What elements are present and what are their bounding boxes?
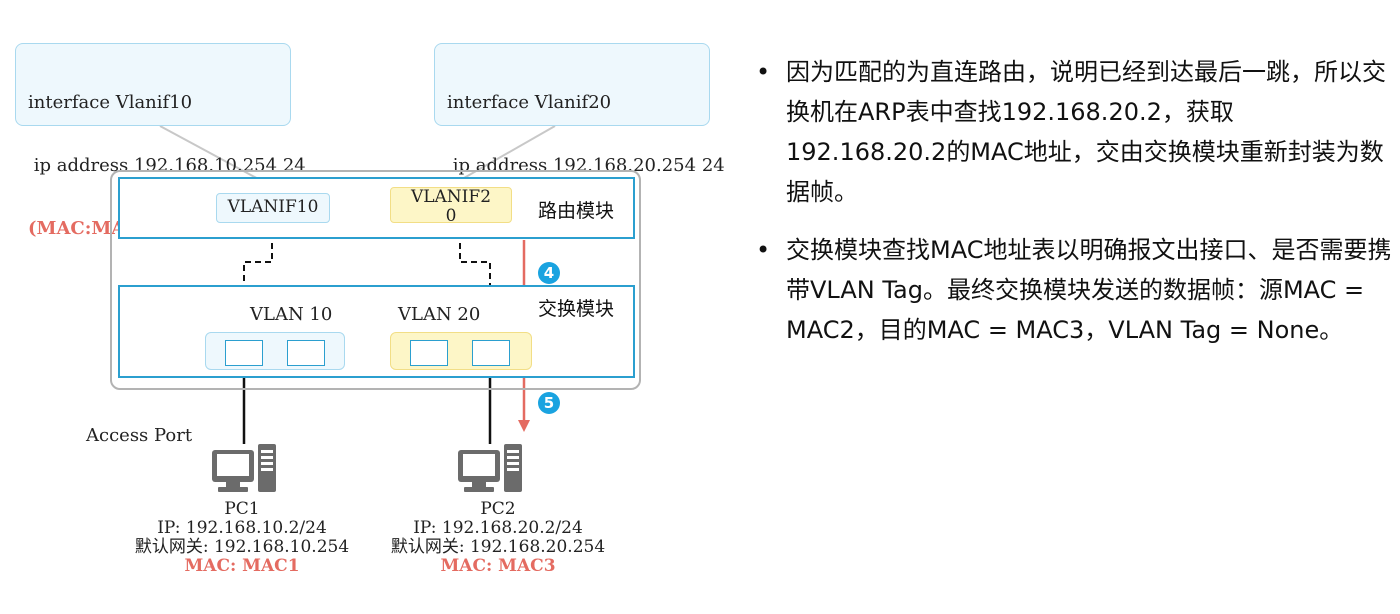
pc1-gateway: 默认网关: 192.168.10.254 xyxy=(134,537,350,557)
pc1-mac: MAC: MAC1 xyxy=(184,556,300,576)
routing-module xyxy=(118,177,635,239)
vlanif20-line1: VLANIF2 xyxy=(410,187,492,207)
switch-device-frame xyxy=(110,170,641,390)
callout-line1: interface Vlanif10 xyxy=(28,92,193,113)
arrow-step-5-head xyxy=(518,420,530,432)
pc1-ip: IP: 192.168.10.2/24 xyxy=(157,518,327,538)
vlanif20-line2: 0 xyxy=(445,206,457,226)
pc2-info: PC2 IP: 192.168.20.2/24 默认网关: 192.168.20… xyxy=(368,500,628,576)
switching-module-label: 交换模块 xyxy=(538,298,615,320)
explanation-list: • 因为匹配的为直连路由，说明已经到达最后一跳，所以交换机在ARP表中查找192… xyxy=(752,52,1392,368)
switch-port xyxy=(225,340,263,366)
explanation-text: 因为匹配的为直连路由，说明已经到达最后一跳，所以交换机在ARP表中查找192.1… xyxy=(786,58,1386,206)
switch-port xyxy=(410,340,448,366)
bullet-dot: • xyxy=(756,58,771,86)
callout-line1: interface Vlanif20 xyxy=(447,92,612,113)
switching-module xyxy=(118,285,635,378)
switch-port xyxy=(472,340,510,366)
callout-leader-vlanif20 xyxy=(449,125,556,187)
explanation-item: • 因为匹配的为直连路由，说明已经到达最后一跳，所以交换机在ARP表中查找192… xyxy=(752,52,1392,212)
step-4-marker: 4 xyxy=(538,262,560,284)
pc2-ip: IP: 192.168.20.2/24 xyxy=(413,518,583,538)
pc-icon xyxy=(458,444,522,492)
vlan20-label: VLAN 20 xyxy=(398,304,481,325)
explanation-text: 交换模块查找MAC地址表以明确报文出接口、是否需要携带VLAN Tag。最终交换… xyxy=(786,236,1392,344)
callout-vlanif10: interface Vlanif10 ip address 192.168.10… xyxy=(15,43,306,239)
pc-icon xyxy=(212,444,276,492)
pc2-name: PC2 xyxy=(480,499,516,519)
pc2-gateway: 默认网关: 192.168.20.254 xyxy=(390,537,606,557)
pc1-info: PC1 IP: 192.168.10.2/24 默认网关: 192.168.10… xyxy=(112,500,372,576)
bullet-dot: • xyxy=(756,236,771,264)
vlan10-label: VLAN 10 xyxy=(250,304,333,325)
callout-vlanif20: interface Vlanif20 ip address 192.168.20… xyxy=(434,43,725,239)
vlanif20-tag: VLANIF2 0 xyxy=(390,187,512,226)
pc2-mac: MAC: MAC3 xyxy=(440,556,556,576)
vlanif10-tag: VLANIF10 xyxy=(216,193,330,223)
dashed-link-vlan20 xyxy=(459,223,491,338)
routing-module-label: 路由模块 xyxy=(538,200,615,222)
step-5-marker: 5 xyxy=(538,392,560,414)
pc1-name: PC1 xyxy=(224,499,260,519)
explanation-item: • 交换模块查找MAC地址表以明确报文出接口、是否需要携带VLAN Tag。最终… xyxy=(752,230,1392,350)
switch-port xyxy=(287,340,325,366)
access-port-label: Access Port xyxy=(86,425,193,446)
